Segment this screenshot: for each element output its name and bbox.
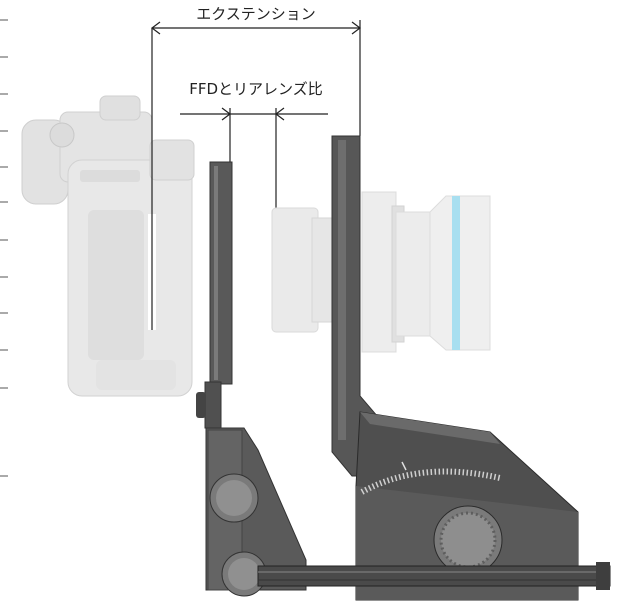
extension-label: エクステンション: [196, 5, 316, 23]
ffd-ratio-label: FFDとリアレンズ比: [189, 80, 323, 98]
left-margin-ticks: [0, 19, 8, 477]
rear-clamp: [205, 427, 307, 597]
rear-standard: [196, 161, 233, 429]
ffd-dimension: [180, 107, 328, 212]
extension-dimension: [151, 20, 361, 136]
camera-body: [21, 95, 195, 397]
lens-barrel: [271, 191, 491, 353]
rail: [257, 562, 611, 590]
